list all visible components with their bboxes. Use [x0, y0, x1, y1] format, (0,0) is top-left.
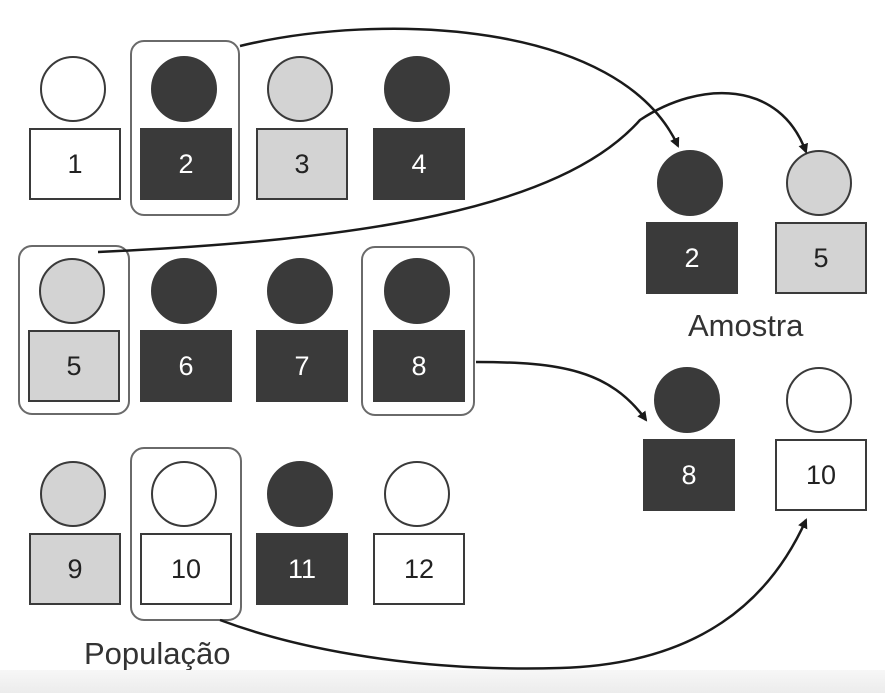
- member-number: 7: [256, 330, 348, 402]
- member-number: 2: [140, 128, 232, 200]
- member-number: 8: [643, 439, 735, 511]
- population-member-6: 6: [140, 258, 232, 402]
- arrow-5-to-sample: [97, 91, 808, 254]
- selection-frame-5: [18, 245, 130, 415]
- bottom-band: [0, 670, 885, 693]
- person-head: [267, 56, 333, 122]
- person-head: [151, 258, 217, 324]
- arrow-10-to-sample: [219, 518, 808, 670]
- person-head: [151, 56, 217, 122]
- population-member-3: 3: [256, 56, 348, 200]
- person-head: [39, 258, 105, 324]
- population-member-2: 2: [140, 56, 232, 200]
- sample-member-8: 8: [643, 367, 735, 511]
- population-member-10: 10: [140, 461, 232, 605]
- person-head: [786, 367, 852, 433]
- person-head: [384, 258, 450, 324]
- population-member-1: 1: [29, 56, 121, 200]
- person-head: [384, 461, 450, 527]
- member-number: 1: [29, 128, 121, 200]
- person-head: [40, 461, 106, 527]
- member-number: 11: [256, 533, 348, 605]
- sample-member-5: 5: [775, 150, 867, 294]
- arrow-8-to-sample: [475, 360, 648, 422]
- selection-frame-8: [361, 246, 475, 416]
- selection-frame-10: [130, 447, 242, 621]
- person-head: [151, 461, 217, 527]
- member-number: 4: [373, 128, 465, 200]
- person-head: [654, 367, 720, 433]
- member-number: 2: [646, 222, 738, 294]
- sample-label: Amostra: [688, 308, 804, 343]
- member-number: 5: [775, 222, 867, 294]
- population-member-12: 12: [373, 461, 465, 605]
- person-head: [267, 258, 333, 324]
- population-member-9: 9: [29, 461, 121, 605]
- member-number: 10: [775, 439, 867, 511]
- sample-member-10: 10: [775, 367, 867, 511]
- population-member-5: 5: [28, 258, 120, 402]
- member-number: 9: [29, 533, 121, 605]
- selection-frame-2: [130, 40, 240, 216]
- person-head: [384, 56, 450, 122]
- member-number: 10: [140, 533, 232, 605]
- person-head: [40, 56, 106, 122]
- member-number: 8: [373, 330, 465, 402]
- member-number: 6: [140, 330, 232, 402]
- member-number: 12: [373, 533, 465, 605]
- population-member-7: 7: [256, 258, 348, 402]
- member-number: 5: [28, 330, 120, 402]
- person-head: [786, 150, 852, 216]
- population-member-11: 11: [256, 461, 348, 605]
- person-head: [657, 150, 723, 216]
- sample-member-2: 2: [646, 150, 738, 294]
- population-member-8: 8: [373, 258, 465, 402]
- member-number: 3: [256, 128, 348, 200]
- population-member-4: 4: [373, 56, 465, 200]
- population-label: População: [84, 636, 231, 671]
- arrow-2-to-sample: [239, 27, 680, 148]
- person-head: [267, 461, 333, 527]
